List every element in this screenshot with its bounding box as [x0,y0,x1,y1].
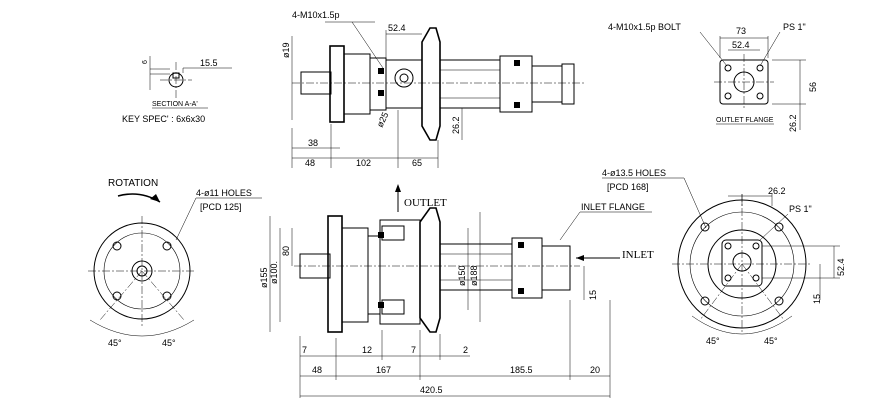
top-52-4-dim: 52.4 [388,23,406,33]
rear-angle-right: 45° [764,336,778,346]
main-155-dim: ø155 [259,267,269,288]
outlet-56-dim: 56 [808,82,818,92]
rear-view: 4-ø13.5 HOLES [PCD 168] 26.2 PS 1" 52.4 … [602,168,846,346]
section-label: SECTION A-A' [152,101,198,108]
top-38-dim: 38 [308,138,318,148]
key-section-view: 6 15.5 SECTION A-A' KEY SPEC' : 6x6x30 [122,56,232,124]
front-angle-right: 45° [162,338,176,348]
main-15-dim: 15 [588,290,598,300]
top-65-dim: 65 [412,158,422,168]
inlet-flange-label: INLET FLANGE [581,202,645,212]
outlet-26-2-dim: 26.2 [788,114,798,132]
key-width-dim: 6 [142,60,149,64]
outlet-73-dim: 73 [736,26,746,36]
rear-52-4-dim: 52.4 [836,258,846,276]
rotation-label: ROTATION [108,178,158,189]
main-2-dim: 2 [463,345,468,355]
main-100-dim: ø100. [269,261,279,284]
outlet-52-4-dim: 52.4 [732,40,750,50]
outlet-label: OUTLET [404,197,447,209]
top-side-view: 4-M10x1.5p ø19 52.4 ø25 26.2 38 48 102 6… [281,10,585,168]
main-188-dim: ø188 [469,265,479,286]
rear-ps-label: PS 1" [789,204,812,214]
rear-angle-left: 45° [706,336,720,346]
top-shaft-dim: ø19 [281,42,291,58]
top-26-2-dim: 26.2 [451,116,461,134]
inlet-label: INLET [622,249,654,261]
top-48-dim: 48 [305,158,315,168]
main-7a-dim: 7 [302,345,307,355]
outlet-flange-view: 4-M10x1.5p BOLT PS 1" 73 52.4 56 26.2 OU… [608,22,818,132]
key-spec-label: KEY SPEC' : 6x6x30 [122,114,205,124]
outlet-bolt-label: 4-M10x1.5p BOLT [608,22,681,32]
front-view: ROTATION 4-ø11 HOLES [PCD 125] 45° 45° [88,178,262,348]
main-12-dim: 12 [362,345,372,355]
rear-pcd-label: [PCD 168] [607,182,649,192]
top-bolt-label: 4-M10x1.5p [292,10,340,20]
outlet-flange-caption: OUTLET FLANGE [716,117,774,124]
top-25-dim: ø25 [375,111,391,129]
main-side-view: OUTLET INLET INLET FLANGE ø155 ø100. 80 … [259,184,654,398]
rear-15-dim: 15 [812,294,822,304]
main-48-dim: 48 [312,365,322,375]
main-total-dim: 420.5 [420,385,443,395]
front-holes-label: 4-ø11 HOLES [196,188,252,198]
main-80-dim: 80 [281,246,291,256]
front-angle-left: 45° [108,338,122,348]
main-185-5-dim: 185.5 [510,365,533,375]
main-150-dim: ø150 [457,265,467,286]
top-102-dim: 102 [356,158,371,168]
rear-26-2-dim: 26.2 [768,186,786,196]
outlet-ps-label: PS 1" [783,22,806,32]
main-20-dim: 20 [590,365,600,375]
main-167-dim: 167 [376,365,391,375]
front-pcd-label: [PCD 125] [200,202,242,212]
rear-holes-label: 4-ø13.5 HOLES [602,168,666,178]
main-7b-dim: 7 [411,345,416,355]
key-depth-dim: 15.5 [200,58,218,68]
